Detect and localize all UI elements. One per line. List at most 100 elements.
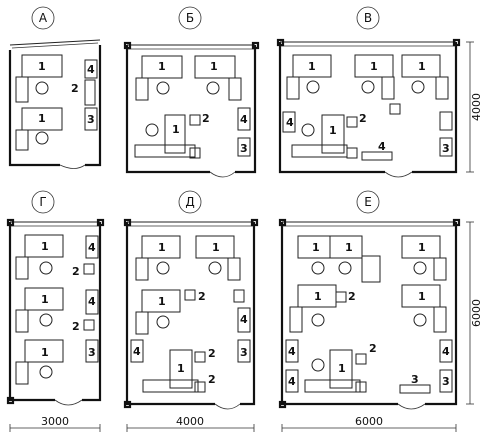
plan-g-desk-3 [24,339,64,363]
dim-height-bottom-label: 6000 [470,299,483,327]
plan-g-badge [31,190,55,214]
plan-d-corner-r [250,218,259,227]
plan-b-chair-1 [156,81,170,95]
plan-b-corner-l [123,41,132,50]
plan-g-chair-1 [39,261,53,275]
plan-b-label-3: 1 [172,123,180,136]
plan-e-desk-3 [401,235,441,259]
plan-a-cabinet-3 [84,107,98,131]
plan-a-side-1 [15,76,29,103]
plan-a-chair-1 [35,81,49,95]
plan-d-label-5: 1 [177,362,185,375]
plan-g-letter: Г [39,195,46,209]
plan-d-box-b [194,381,206,393]
plan-e-label-12: 4 [442,345,450,358]
plan-d-label-6: 2 [208,347,216,360]
plan-d-corner-l [123,218,132,227]
plan-b-side-3 [134,144,196,158]
plan-b-wall-right [235,45,257,174]
plan-b-label-4: 2 [202,112,210,125]
plan-b: Б 1 1 1 2 4 3 [123,6,260,178]
plan-e-desk-5 [401,284,441,308]
plan-a-cabinet-side [84,79,96,106]
plan-g-corner-r [96,218,105,227]
plan-e-stool-a [335,291,347,303]
plan-v-wall-right [412,42,458,174]
plan-g-label-2: 1 [41,293,49,306]
plan-e-cabinet-4c [439,339,453,363]
plan-g-stool-a [83,263,95,275]
plan-g-door [54,399,83,406]
plan-b-label-5: 4 [240,113,248,126]
plan-g-label-4: 4 [88,241,96,254]
plan-d-box-a [233,289,245,303]
plan-a-label-3: 2 [71,82,79,95]
plan-e-label-3: 1 [418,241,426,254]
plan-e-cabinet-3b [439,369,453,393]
plan-b-stool [189,114,201,126]
plan-e-label-11: 3 [411,373,419,386]
plan-g-cabinet-4a [85,235,99,259]
plan-v-chair-2 [361,80,375,94]
plan-b-chair-2 [206,81,220,95]
plan-e-wall-right [425,222,458,406]
plan-d-stool-b [194,351,206,363]
plan-b-label-6: 3 [240,142,248,155]
plan-d-label-10: 2 [208,373,216,386]
plan-e-side-5 [433,306,447,333]
plan-d-corner-bl [123,400,132,409]
dimension-width-b: 4000 [126,415,255,432]
plan-b-chair-3 [145,123,159,137]
plan-v-label-6: 4 [286,116,294,129]
plan-b-desk-3 [164,114,186,154]
plan-e-label-13: 3 [442,375,450,388]
plan-d-side-3 [135,311,149,335]
plan-e-chair-4 [311,313,325,327]
plan-b-desk-2 [194,55,236,79]
plan-v-stool [346,116,358,128]
plan-e-walls [280,222,398,406]
plan-d-label-3: 1 [158,295,166,308]
plan-b-badge [178,6,202,30]
plan-g-stool-b [83,319,95,331]
plan-v-door [384,171,413,178]
plan-e-badge [356,190,380,214]
plan-b-letter: Б [186,11,194,25]
plan-v-cabinet-3 [439,137,453,157]
plan-v-label-4: 1 [329,124,337,137]
plan-b-side-2 [228,77,242,101]
plan-e-corner-bl [278,400,287,409]
plan-v-cabinet-side [439,111,453,131]
plan-d-walls [125,222,215,406]
plan-e-cabinet-3a [399,384,431,394]
plan-d-stool-a [184,289,196,301]
plan-d-desk-2 [195,235,235,259]
plan-d-side-1 [135,257,149,281]
plan-g-cabinet-4b [85,289,99,315]
plan-a-badge [31,6,55,30]
plan-v-walls [278,42,385,174]
plan-g-desk-1 [24,234,64,258]
plan-d-label-4: 2 [198,290,206,303]
plan-e-label-10: 4 [288,375,296,388]
plan-a-desk-2 [21,107,63,131]
plan-v-side-4 [291,144,348,158]
plan-v-desk-4 [321,114,345,154]
plan-d-chair-1 [156,261,170,275]
plan-e-chair-2 [338,261,352,275]
plan-g-label-7: 2 [72,320,80,333]
plan-g-label-6: 4 [88,295,96,308]
plan-d-cabinet-4a [130,339,144,363]
plan-d-chair-3 [156,315,170,329]
plan-v-badge [356,6,380,30]
plan-a-window-wall [9,39,101,46]
plan-b-cabinet-4 [237,107,251,131]
plan-a-desk-1 [21,54,63,78]
plan-v-side-2 [381,76,395,100]
plan-g-label-1: 1 [41,240,49,253]
plan-e-cabinet-4b [285,369,299,393]
plan-d-label-9: 4 [133,345,141,358]
plan-g-side-3 [15,361,29,385]
